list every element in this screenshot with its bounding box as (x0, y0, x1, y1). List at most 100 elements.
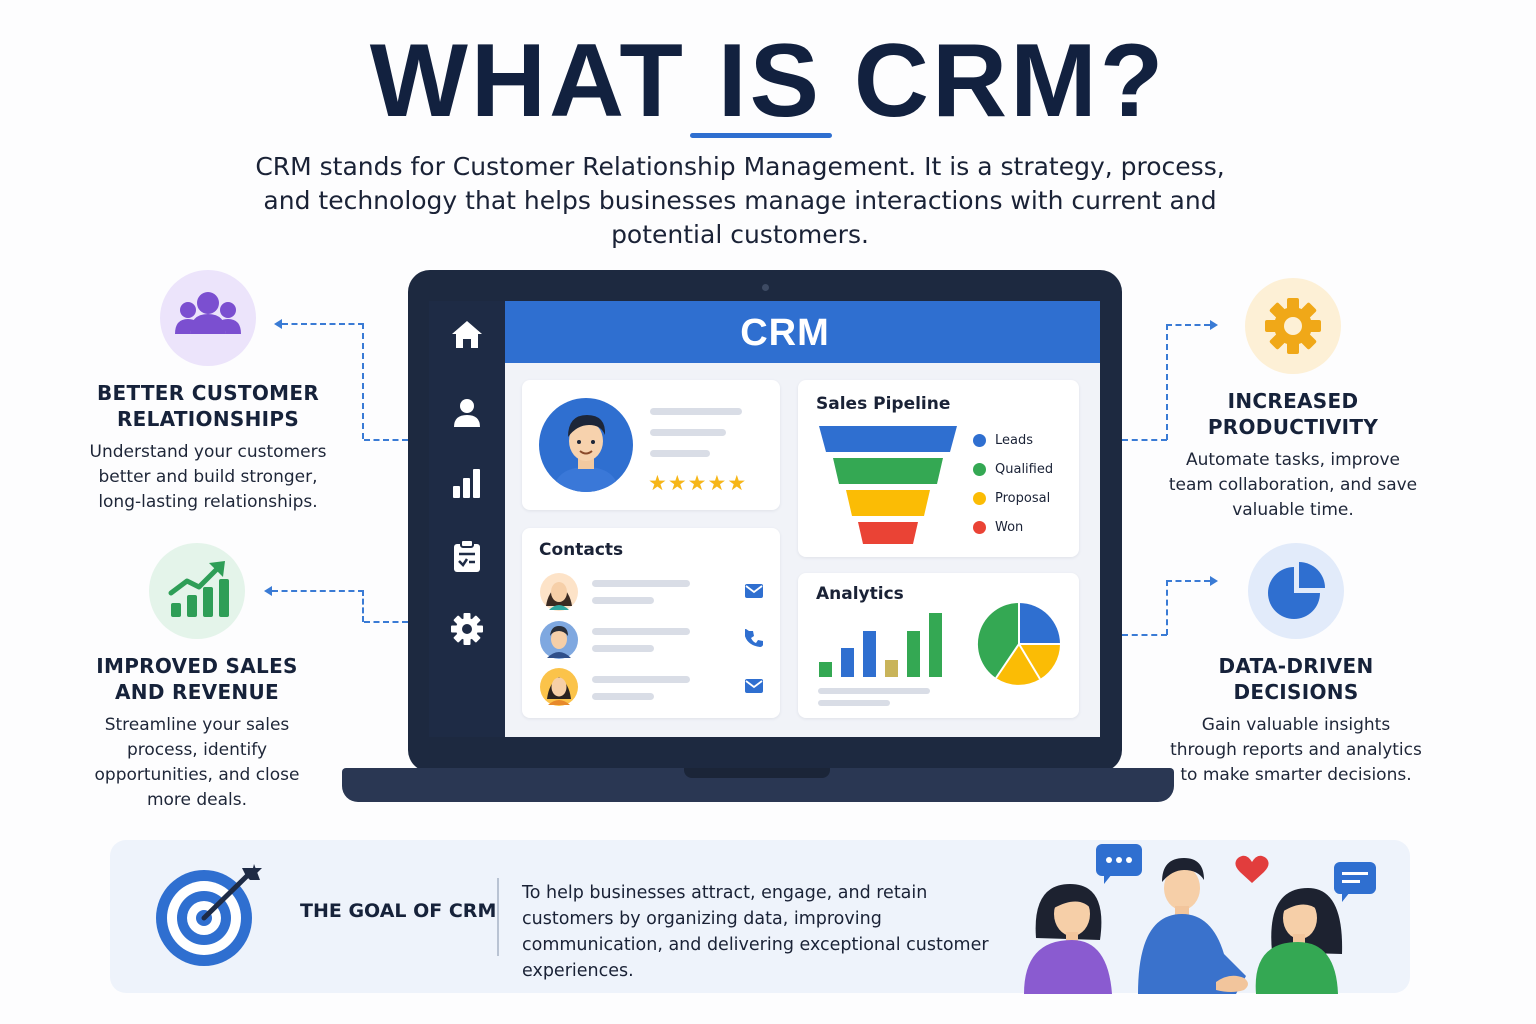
funnel-stage-qualified (833, 458, 943, 484)
legend-dot (973, 492, 986, 505)
bar (841, 648, 854, 677)
people-icon (160, 270, 256, 366)
message-icon (1334, 862, 1376, 902)
contact-avatar (539, 620, 579, 664)
pie-slice (1019, 644, 1060, 679)
bar (885, 660, 898, 677)
phone-icon[interactable] (744, 629, 765, 653)
feature-productivity: INCREASED PRODUCTIVITY Automate tasks, i… (1168, 278, 1418, 523)
placeholder-line (650, 450, 710, 457)
contact-avatar (539, 667, 579, 711)
pie-slice (977, 602, 1019, 678)
bar (929, 613, 942, 677)
mail-icon[interactable] (744, 583, 764, 603)
feature-desc: Automate tasks, improve team collaborati… (1168, 450, 1418, 520)
legend-label: Won (995, 520, 1024, 535)
page-subtitle: CRM stands for Customer Relationship Man… (255, 152, 1225, 249)
legend-dot (973, 521, 986, 534)
pipeline-title: Sales Pipeline (816, 394, 951, 414)
mail-icon[interactable] (744, 678, 764, 698)
legend-won: Won (973, 520, 1023, 535)
placeholder-line (592, 693, 654, 700)
camera (762, 284, 769, 291)
analytics-pie-chart (977, 602, 1060, 685)
placeholder-line (650, 408, 742, 415)
arrow-icon (264, 586, 272, 596)
placeholder-line (818, 688, 930, 694)
connector (364, 621, 408, 623)
laptop-notch (684, 768, 830, 778)
feature-title: IMPROVED SALES AND REVENUE (96, 654, 298, 704)
placeholder-line (592, 628, 690, 635)
contact-avatar (539, 572, 579, 616)
arrow-icon (1210, 576, 1218, 586)
avatar (538, 397, 634, 497)
feature-desc: Understand your customers better and bui… (89, 442, 327, 512)
feature-title: INCREASED PRODUCTIVITY (1207, 389, 1379, 439)
crm-header (505, 301, 1100, 363)
connector (1166, 580, 1210, 635)
placeholder-line (650, 429, 726, 436)
goal-title: THE GOAL OF CRM (300, 900, 497, 922)
legend-dot (973, 434, 986, 447)
legend-label: Proposal (995, 491, 1051, 506)
connector (1166, 324, 1210, 440)
feature-title: BETTER CUSTOMER RELATIONSHIPS (96, 381, 320, 431)
funnel-stage-leads (819, 426, 957, 452)
gear-icon (1245, 278, 1341, 374)
goal-desc: To help businesses attract, engage, and … (522, 883, 989, 981)
funnel-stage-won (858, 522, 918, 544)
people-illustration (1024, 844, 1376, 994)
clipboard-icon[interactable] (450, 539, 484, 573)
placeholder-line (592, 645, 654, 652)
feature-sales: IMPROVED SALES AND REVENUE Streamline yo… (72, 543, 322, 813)
legend-leads: Leads (973, 433, 1033, 448)
crm-header-title: CRM (740, 312, 830, 354)
funnel-stage-proposal (846, 490, 930, 516)
user-icon[interactable] (450, 395, 484, 429)
pie-slice (1019, 603, 1060, 644)
star-icon: ★ (727, 471, 748, 495)
contacts-title: Contacts (539, 540, 624, 560)
placeholder-line (592, 580, 690, 587)
analytics-title: Analytics (816, 584, 904, 604)
feature-desc: Gain valuable insights through reports a… (1170, 715, 1422, 785)
connector (282, 323, 364, 439)
target-icon (154, 862, 266, 974)
feature-decisions: DATA-DRIVEN DECISIONS Gain valuable insi… (1168, 543, 1424, 788)
star-icon: ★ (687, 471, 708, 495)
chat-bubble-icon (1096, 844, 1142, 884)
bar (907, 631, 920, 677)
legend-dot (973, 463, 986, 476)
arrow-icon (274, 319, 282, 329)
feature-title: DATA-DRIVEN DECISIONS (1218, 654, 1374, 704)
placeholder-line (592, 676, 690, 683)
heart-icon (1235, 855, 1269, 883)
feature-relationships: BETTER CUSTOMER RELATIONSHIPS Understand… (88, 270, 328, 515)
legend-qualified: Qualified (973, 462, 1053, 477)
divider (497, 878, 499, 956)
connector (272, 590, 364, 622)
connector (1122, 634, 1167, 636)
page-title: WHAT IS CRM? (369, 23, 1167, 139)
connector (1122, 439, 1167, 441)
title-underline (690, 133, 832, 138)
bar (863, 631, 876, 677)
feature-desc: Streamline your sales process, identify … (94, 715, 300, 810)
bar-chart-icon[interactable] (450, 466, 484, 500)
legend-label: Qualified (995, 462, 1054, 477)
connector (364, 439, 408, 441)
home-icon[interactable] (450, 317, 484, 351)
star-icon: ★ (648, 471, 668, 495)
pie-slice (996, 644, 1040, 685)
growth-chart-icon (149, 543, 245, 639)
star-rating: ★★★★★ (648, 471, 747, 495)
gear-icon[interactable] (450, 612, 484, 646)
crm-sidebar (429, 301, 505, 737)
placeholder-line (818, 700, 890, 706)
star-icon: ★ (707, 471, 728, 495)
legend-proposal: Proposal (973, 491, 1050, 506)
pipeline-funnel (819, 426, 957, 544)
arrow-icon (1210, 320, 1218, 330)
bar (819, 662, 832, 677)
